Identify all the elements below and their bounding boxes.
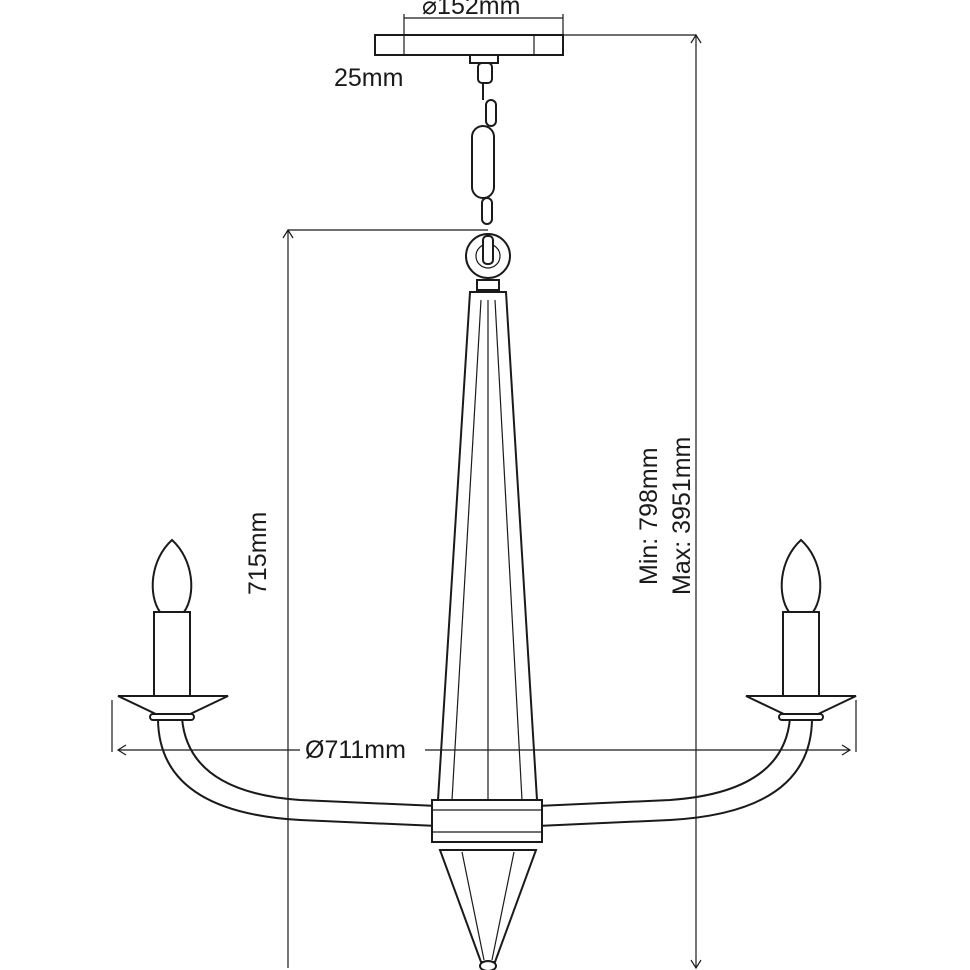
- chain: [471, 62, 497, 225]
- min-height-label: Min: 798mm: [635, 447, 663, 585]
- canopy-height-label: 25mm: [334, 64, 403, 92]
- right-candle: [745, 538, 857, 721]
- bottom-finial: [438, 849, 538, 970]
- max-height-label: Max: 3951mm: [668, 437, 696, 595]
- body-height-label: 715mm: [244, 512, 272, 595]
- arms: [157, 717, 813, 827]
- canopy-diameter-label: ⌀152mm: [422, 0, 520, 20]
- dimension-canopy-height: [374, 34, 696, 55]
- left-candle: [117, 538, 229, 721]
- dimension-body-height: [282, 228, 488, 968]
- hub-band: [431, 799, 543, 843]
- overall-diameter-label: Ø711mm: [305, 736, 406, 764]
- canopy: [374, 34, 564, 64]
- central-column: [436, 279, 539, 801]
- dimension-overall-diameter: [111, 700, 857, 756]
- dimension-canopy-diameter: [403, 14, 564, 35]
- dimension-overall-height: [690, 33, 702, 970]
- hanging-loop: [465, 233, 511, 279]
